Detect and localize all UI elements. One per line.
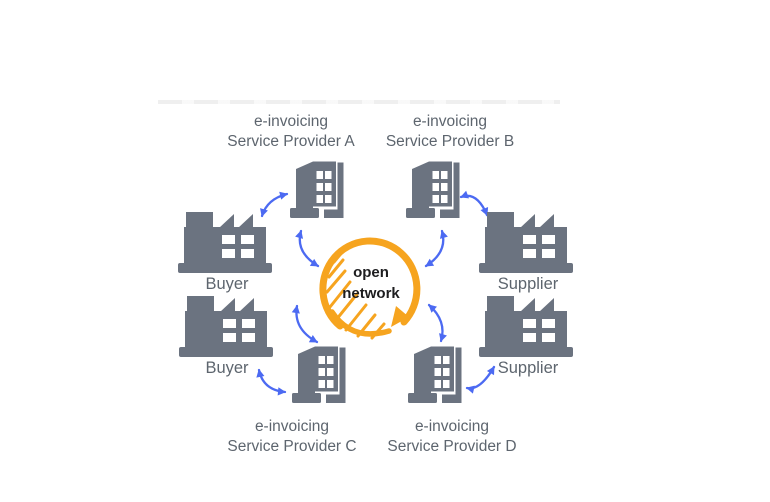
arrow-network-providerC xyxy=(291,304,319,344)
office-building-icon-providerB xyxy=(406,160,462,222)
label-provider-d-line1: e-invoicing xyxy=(414,418,490,435)
factory-icon-supplier-bottom xyxy=(478,294,574,358)
label-provider-b-line1: e-invoicing xyxy=(412,113,488,130)
label-provider-b: e-invoicing Service Provider B xyxy=(350,112,550,152)
faint-artifact-band xyxy=(158,100,560,104)
factory-icon-supplier-top xyxy=(478,210,574,274)
label-provider-a-line1: e-invoicing xyxy=(253,113,329,130)
label-supplier-top: Supplier xyxy=(497,275,559,293)
label-provider-d: e-invoicing Service Provider D xyxy=(352,417,552,457)
label-open-network-line2: network xyxy=(342,285,400,302)
arrow-providerB-network xyxy=(424,229,448,268)
label-provider-c-line1: e-invoicing xyxy=(254,418,330,435)
label-provider-b-line2: Service Provider B xyxy=(385,133,515,150)
label-provider-a: e-invoicing Service Provider A xyxy=(191,112,391,152)
network-circle-tail xyxy=(329,309,392,337)
arrow-buyer-top-providerA xyxy=(260,191,289,218)
label-open-network: open network xyxy=(310,262,432,304)
office-building-icon-providerA xyxy=(290,160,346,222)
factory-icon-buyer-bottom xyxy=(178,294,274,358)
network-circle-stroke xyxy=(319,237,421,330)
label-provider-c-line2: Service Provider C xyxy=(227,438,357,455)
label-buyer-top: Buyer xyxy=(205,275,249,293)
arrow-network-providerD xyxy=(427,303,447,343)
label-provider-c: e-invoicing Service Provider C xyxy=(192,417,392,457)
arrow-providerD-supplier-bottom xyxy=(465,365,496,394)
factory-icon-buyer-top xyxy=(177,210,273,274)
arrow-providerB-supplier-top xyxy=(459,190,489,217)
network-hatching xyxy=(325,248,386,340)
circular-arrow-icon xyxy=(319,237,421,340)
label-provider-a-line2: Service Provider A xyxy=(227,133,355,150)
label-provider-d-line2: Service Provider D xyxy=(387,438,517,455)
label-supplier-bottom: Supplier xyxy=(497,359,559,377)
office-building-icon-providerD xyxy=(408,345,464,407)
label-open-network-line1: open xyxy=(353,264,389,281)
office-building-icon-providerC xyxy=(292,345,348,407)
label-buyer-bottom: Buyer xyxy=(205,359,249,377)
arrow-buyer-bottom-providerC xyxy=(256,368,287,396)
network-arrowhead xyxy=(391,306,409,327)
arrow-providerA-network xyxy=(295,229,320,268)
